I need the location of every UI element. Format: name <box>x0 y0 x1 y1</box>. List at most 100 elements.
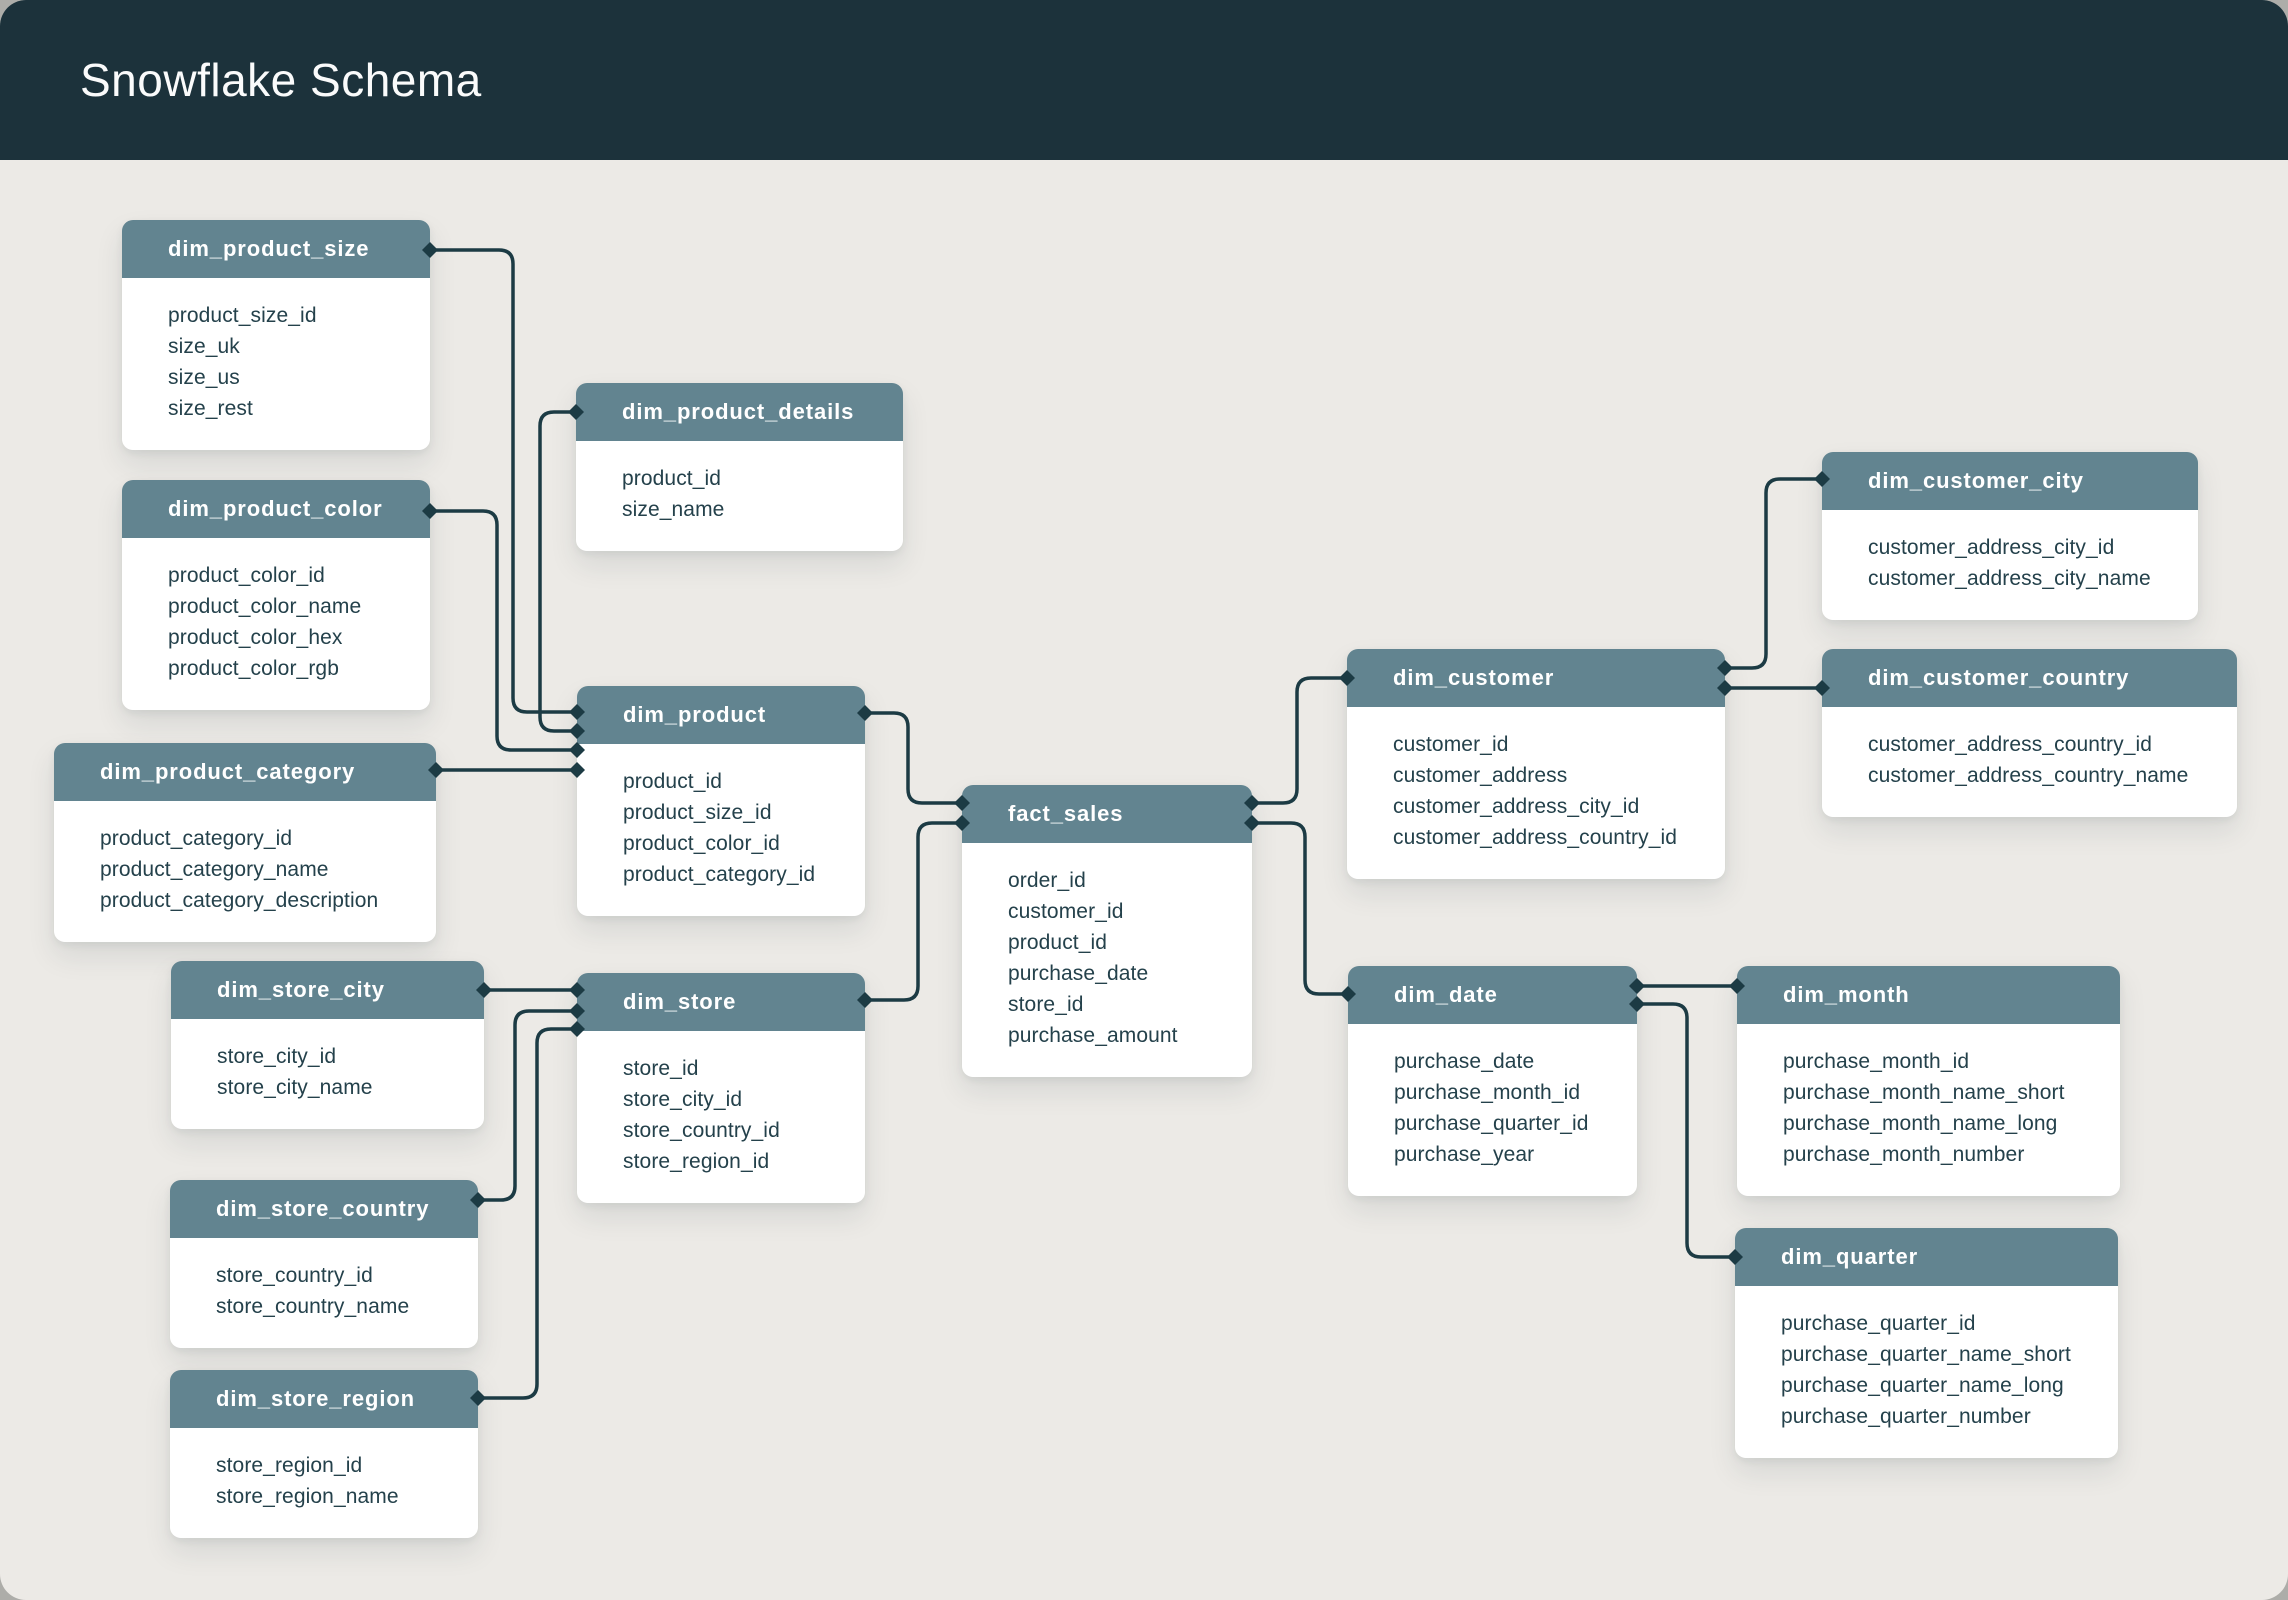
field-row: customer_id <box>1008 900 1124 923</box>
field-row: purchase_date <box>1394 1050 1535 1073</box>
table-dim_quarter[interactable]: dim_quarter purchase_quarter_id purchase_q… <box>1735 1228 2118 1458</box>
table-header[interactable]: dim_date <box>1348 966 1637 1024</box>
table-header[interactable]: dim_store_country <box>170 1180 478 1238</box>
table-header[interactable]: dim_store <box>577 973 865 1031</box>
table-title: dim_product_size <box>168 236 370 261</box>
table-header[interactable]: dim_store_city <box>171 961 484 1019</box>
field-row: product_size_id <box>168 304 317 327</box>
table-field-list: customer_address_city_id customer_address… <box>1822 510 2198 620</box>
table-title: dim_product_details <box>622 399 855 424</box>
field-row: product_category_name <box>100 858 329 881</box>
table-header[interactable]: fact_sales <box>962 785 1252 843</box>
field-row: store_country_name <box>216 1295 410 1318</box>
table-dim_product_details[interactable]: dim_product_details product_id size_name <box>576 383 903 551</box>
table-header[interactable]: dim_customer <box>1347 649 1725 707</box>
table-dim_store[interactable]: dim_store store_id store_city_id store_coun… <box>577 973 865 1203</box>
field-row: customer_id <box>1393 733 1509 756</box>
field-row: product_id <box>622 467 722 490</box>
table-field-list: product_size_id size_uk size_us size_rest <box>122 278 430 450</box>
field-row: size_name <box>622 498 725 521</box>
field-row: store_region_name <box>216 1485 399 1508</box>
connector-dim_product_details-to-dim_product <box>538 410 579 733</box>
field-row: customer_address_city_id <box>1868 536 2115 559</box>
field-row: size_uk <box>168 335 240 358</box>
table-field-list: product_id size_name <box>576 441 903 551</box>
table-title: dim_store <box>623 989 737 1014</box>
table-title: dim_product_color <box>168 496 383 521</box>
connector-fact_sales-to-dim_date <box>1250 821 1350 996</box>
field-row: product_id <box>1008 931 1108 954</box>
connector-dim_store-to-fact_sales <box>863 821 964 1002</box>
field-row: customer_address <box>1393 764 1568 787</box>
field-row: size_us <box>168 366 240 389</box>
field-row: product_color_id <box>168 564 325 587</box>
table-title: dim_store_city <box>217 977 385 1002</box>
table-header[interactable]: dim_customer_country <box>1822 649 2237 707</box>
table-title: dim_quarter <box>1781 1244 1919 1269</box>
connector-dim_store_country-to-dim_store <box>476 1009 579 1202</box>
table-header[interactable]: dim_product_category <box>54 743 436 801</box>
table-header[interactable]: dim_product_size <box>122 220 430 278</box>
field-row: purchase_quarter_id <box>1781 1312 1976 1335</box>
field-row: store_id <box>1008 993 1084 1016</box>
field-row: customer_address_country_id <box>1868 733 2153 756</box>
table-header[interactable]: dim_quarter <box>1735 1228 2118 1286</box>
page-title: Snowflake Schema <box>80 54 482 106</box>
table-header[interactable]: dim_store_region <box>170 1370 478 1428</box>
field-row: customer_address_city_name <box>1868 567 2151 590</box>
field-row: store_city_id <box>623 1088 743 1111</box>
field-row: product_color_name <box>168 595 362 618</box>
field-row: product_category_description <box>100 889 379 912</box>
connector-dim_product_color-to-dim_product <box>428 509 579 752</box>
table-header[interactable]: dim_customer_city <box>1822 452 2198 510</box>
field-row: product_color_id <box>623 832 780 855</box>
table-dim_customer_country[interactable]: dim_customer_country customer_address_cou… <box>1822 649 2237 817</box>
connector-dim_product-to-fact_sales <box>863 711 964 805</box>
table-title: dim_customer <box>1393 665 1555 690</box>
table-title: dim_date <box>1394 982 1498 1007</box>
table-header[interactable]: dim_product_details <box>576 383 903 441</box>
field-row: purchase_year <box>1394 1143 1535 1166</box>
field-row: product_color_hex <box>168 626 343 649</box>
table-header[interactable]: dim_product <box>577 686 865 744</box>
field-row: order_id <box>1008 869 1086 892</box>
field-row: product_size_id <box>623 801 772 824</box>
title-bar: Snowflake Schema <box>0 0 2288 160</box>
field-row: purchase_quarter_name_long <box>1781 1374 2064 1397</box>
field-row: store_id <box>623 1057 699 1080</box>
field-row: customer_address_country_name <box>1868 764 2189 787</box>
table-title: dim_product <box>623 702 767 727</box>
table-title: dim_store_country <box>216 1196 430 1221</box>
field-row: purchase_month_id <box>1394 1081 1581 1104</box>
field-row: store_country_id <box>623 1119 780 1142</box>
field-row: store_country_id <box>216 1264 373 1287</box>
field-row: product_color_rgb <box>168 657 339 680</box>
connector-dim_product_size-to-dim_product <box>428 248 579 714</box>
field-row: size_rest <box>168 397 253 420</box>
table-header[interactable]: dim_product_color <box>122 480 430 538</box>
table-field-list: store_country_id store_country_name <box>170 1238 478 1348</box>
table-header[interactable]: dim_month <box>1737 966 2120 1024</box>
table-title: dim_customer_country <box>1868 665 2130 690</box>
